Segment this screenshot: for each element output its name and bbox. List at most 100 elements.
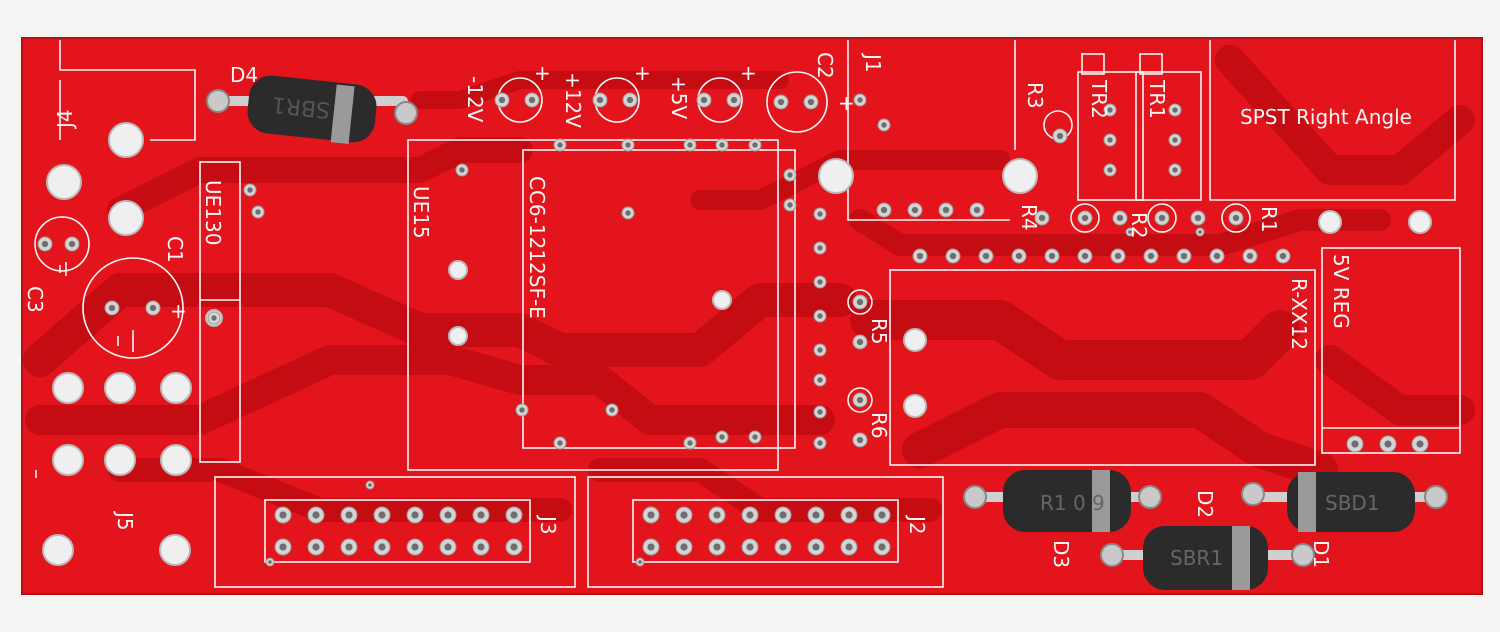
label-reg5v: 5V REG xyxy=(1329,254,1353,329)
drill-hole xyxy=(700,96,708,104)
drill-hole xyxy=(41,240,49,248)
drill-hole xyxy=(845,511,853,519)
label-r4: R4 xyxy=(1017,204,1041,231)
drill-hole xyxy=(857,97,863,103)
drill-hole xyxy=(1158,214,1166,222)
drill-hole xyxy=(752,142,758,148)
drill-hole xyxy=(1194,214,1202,222)
drill-hole xyxy=(1038,214,1046,222)
silkscreen-outlines xyxy=(35,40,1461,588)
label-d2: D2 xyxy=(1193,490,1217,518)
drill-hole xyxy=(1056,132,1064,140)
capacitor-c2-outline xyxy=(766,71,828,133)
drill-hole xyxy=(108,304,116,312)
label-j2: J2 xyxy=(905,514,929,535)
drill-hole xyxy=(1279,252,1287,260)
label-r2: R2 xyxy=(1127,212,1151,239)
drill-hole xyxy=(817,245,823,251)
drill-hole xyxy=(255,209,261,215)
drill-hole xyxy=(1107,167,1113,173)
diode-d4: SBR1 xyxy=(206,75,418,145)
drill-hole xyxy=(687,142,693,148)
drill-hole xyxy=(444,543,452,551)
capacitor-c3-outline xyxy=(34,216,90,272)
drill-hole xyxy=(807,98,815,106)
drill-hole xyxy=(312,543,320,551)
drill-hole xyxy=(856,396,864,404)
drill-hole xyxy=(973,206,981,214)
drill-hole xyxy=(1048,252,1056,260)
drill-hole xyxy=(881,122,887,128)
drill-hole xyxy=(777,98,785,106)
drill-hole xyxy=(687,440,693,446)
drill-hole xyxy=(1116,214,1124,222)
drill-hole xyxy=(247,187,253,193)
drill-hole xyxy=(982,252,990,260)
drill-hole xyxy=(1081,214,1089,222)
label-ue15: UE15 xyxy=(409,186,433,239)
drill-hole xyxy=(911,206,919,214)
silkscreen-labels: D4 J4 C3 C1 UE130 UE15 CC6-1212SF-E -12V… xyxy=(23,52,1412,568)
plus-mark-plus5v: + xyxy=(740,61,757,85)
drill-hole xyxy=(312,511,320,519)
drill-hole xyxy=(411,543,419,551)
svg-text:R1 0 9: R1 0 9 xyxy=(1040,491,1105,515)
drill-hole xyxy=(1416,440,1424,448)
label-tr1: TR1 xyxy=(1145,79,1169,119)
label-c1: C1 xyxy=(163,236,187,263)
label-d1: D1 xyxy=(1309,540,1333,568)
drill-hole xyxy=(719,142,725,148)
capacitor-c1-outline xyxy=(82,257,184,359)
drill-hole xyxy=(1081,252,1089,260)
drill-hole xyxy=(949,252,957,260)
drill-hole xyxy=(510,543,518,551)
drill-hole xyxy=(1232,214,1240,222)
drill-hole xyxy=(1015,252,1023,260)
drill-hole xyxy=(817,279,823,285)
drill-hole xyxy=(787,172,793,178)
label-r6: R6 xyxy=(867,412,891,439)
drill-hole xyxy=(719,434,725,440)
drill-hole xyxy=(812,543,820,551)
plus-mark-c2: + xyxy=(838,91,855,115)
drill-hole xyxy=(713,511,721,519)
svg-text:SBD1: SBD1 xyxy=(1325,491,1380,515)
drill-hole xyxy=(557,440,563,446)
label-ue130: UE130 xyxy=(201,180,225,245)
drill-hole xyxy=(942,206,950,214)
plus-mark-c1: + xyxy=(170,299,187,323)
drill-hole xyxy=(779,543,787,551)
drill-hole xyxy=(1172,137,1178,143)
drill-hole xyxy=(510,511,518,519)
drill-hole xyxy=(730,96,738,104)
drill-hole xyxy=(625,142,631,148)
label-d3: D3 xyxy=(1049,540,1073,568)
drill-hole xyxy=(378,543,386,551)
drill-hole xyxy=(713,543,721,551)
drill-hole xyxy=(626,96,634,104)
drill-hole xyxy=(878,511,886,519)
drill-hole xyxy=(817,377,823,383)
label-switch: SPST Right Angle xyxy=(1240,105,1412,129)
drill-hole xyxy=(557,142,563,148)
label-j1: J1 xyxy=(861,52,885,73)
drill-hole xyxy=(817,211,823,217)
drill-hole xyxy=(1107,137,1113,143)
drill-hole xyxy=(878,543,886,551)
drill-hole xyxy=(609,407,615,413)
drill-hole xyxy=(211,315,217,321)
drill-hole xyxy=(647,543,655,551)
label-module: CC6-1212SF-E xyxy=(525,176,549,319)
drill-hole xyxy=(746,511,754,519)
drill-hole xyxy=(68,240,76,248)
label-r5: R5 xyxy=(867,318,891,345)
drill-hole xyxy=(444,511,452,519)
drill-hole xyxy=(680,543,688,551)
label-j5: J5 xyxy=(113,510,137,531)
drill-hole xyxy=(845,543,853,551)
label-plus12v: +12V xyxy=(561,72,585,128)
drill-hole xyxy=(856,436,864,444)
diode-d3: R1 0 9 xyxy=(963,470,1162,532)
svg-text:SBR1: SBR1 xyxy=(1170,546,1223,570)
